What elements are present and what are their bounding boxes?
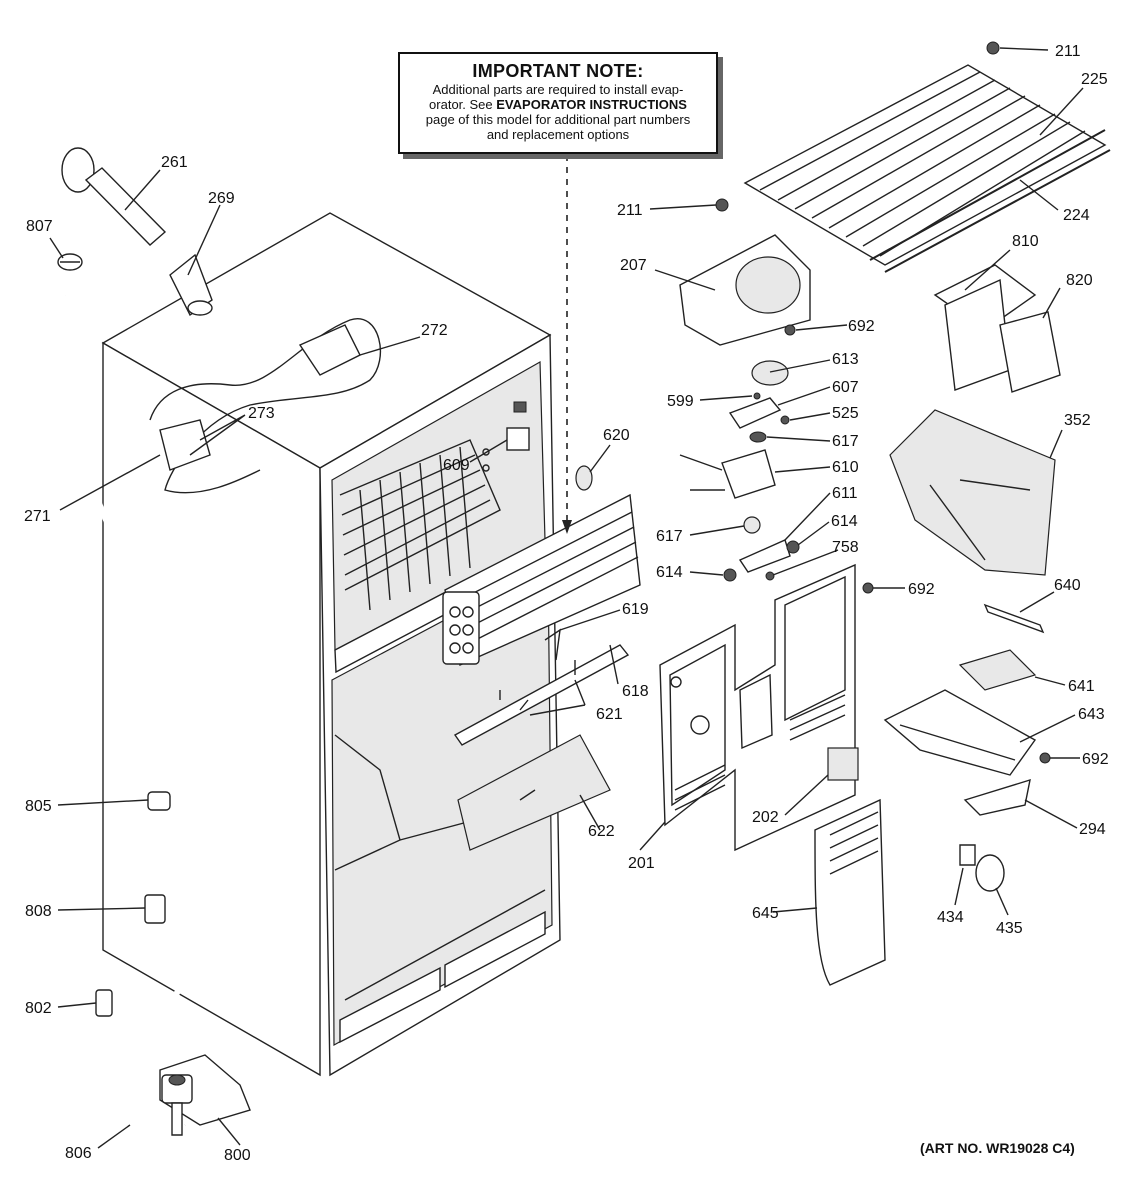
- clip-802: [95, 989, 113, 1017]
- callout-614: 614: [831, 513, 858, 530]
- callout-643: 643: [1078, 706, 1105, 723]
- callout-202: 202: [752, 809, 779, 826]
- callout-808: 808: [25, 903, 52, 920]
- note-line-4: and replacement options: [486, 127, 630, 142]
- callout-692: 692: [1082, 751, 1109, 768]
- callout-261: 261: [161, 154, 188, 171]
- callout-434: 434: [937, 909, 964, 926]
- note-line-2-text: orator. See: [429, 97, 497, 112]
- callout-692: 692: [908, 581, 935, 598]
- callout-207: 207: [620, 257, 647, 274]
- note-line-2-bold: EVAPORATOR INSTRUCTIONS: [496, 97, 687, 112]
- evaporator: [442, 465, 641, 851]
- callout-617: 617: [656, 528, 683, 545]
- callout-611: 611: [832, 485, 858, 502]
- callout-618: 618: [622, 683, 649, 700]
- callout-807: 807: [26, 218, 53, 235]
- callout-352: 352: [1064, 412, 1091, 429]
- callout-294: 294: [1079, 821, 1106, 838]
- callout-224: 224: [1063, 207, 1090, 224]
- callout-620: 620: [603, 427, 630, 444]
- callout-525: 525: [832, 405, 859, 422]
- callout-211: 211: [617, 202, 643, 219]
- callout-806: 806: [65, 1145, 92, 1162]
- clip-805: [147, 791, 171, 811]
- callout-617: 617: [832, 433, 859, 450]
- note-line-2: orator. See EVAPORATOR INSTRUCTIONS: [400, 97, 716, 112]
- callout-805: 805: [25, 798, 52, 815]
- callout-272: 272: [421, 322, 448, 339]
- callout-614: 614: [656, 564, 683, 581]
- callout-810: 810: [1012, 233, 1039, 250]
- important-note-box: IMPORTANT NOTE: Additional parts are req…: [398, 52, 718, 154]
- callout-692: 692: [848, 318, 875, 335]
- note-line-3: page of this model for additional part n…: [425, 112, 691, 127]
- callout-613: 613: [832, 351, 859, 368]
- callout-758: 758: [832, 539, 859, 556]
- leader-lines: [49, 47, 1084, 1149]
- callout-610: 610: [832, 459, 859, 476]
- fill-tube: [61, 147, 213, 317]
- control-housing: [814, 603, 1051, 986]
- clip-808: [144, 894, 166, 924]
- callout-609: 609: [443, 457, 470, 474]
- wiring-harness: [149, 318, 382, 494]
- callout-641: 641: [1068, 678, 1095, 695]
- callout-435: 435: [996, 920, 1023, 937]
- callout-271: 271: [24, 508, 51, 525]
- water-valve: [159, 1054, 251, 1136]
- cabinet: [101, 212, 561, 1077]
- water-line: [57, 253, 205, 1129]
- freezer-shelf: [715, 41, 1111, 273]
- callout-619: 619: [622, 601, 649, 618]
- callout-599: 599: [667, 393, 694, 410]
- icemaker: [889, 264, 1061, 576]
- callout-607: 607: [832, 379, 859, 396]
- evaporator-cover: [659, 563, 874, 852]
- callout-622: 622: [588, 823, 615, 840]
- art-number: (ART NO. WR19028 C4): [920, 1140, 1075, 1156]
- callout-labels: 211 225 211 224 207 692 810 820 613 607 …: [24, 43, 1109, 1164]
- callout-621: 621: [596, 706, 623, 723]
- callout-800: 800: [224, 1147, 251, 1164]
- callout-225: 225: [1081, 71, 1108, 88]
- callout-802: 802: [25, 1000, 52, 1017]
- callout-640: 640: [1054, 577, 1081, 594]
- callout-269: 269: [208, 190, 235, 207]
- note-title: IMPORTANT NOTE:: [472, 61, 644, 81]
- callout-211: 211: [1055, 43, 1081, 60]
- callout-201: 201: [628, 855, 655, 872]
- callout-645: 645: [752, 905, 779, 922]
- freezer-coils: [339, 439, 501, 611]
- callout-820: 820: [1066, 272, 1093, 289]
- note-line-1: Additional parts are required to install…: [432, 82, 684, 97]
- fan-assembly: [679, 234, 811, 582]
- callout-273: 273: [248, 405, 275, 422]
